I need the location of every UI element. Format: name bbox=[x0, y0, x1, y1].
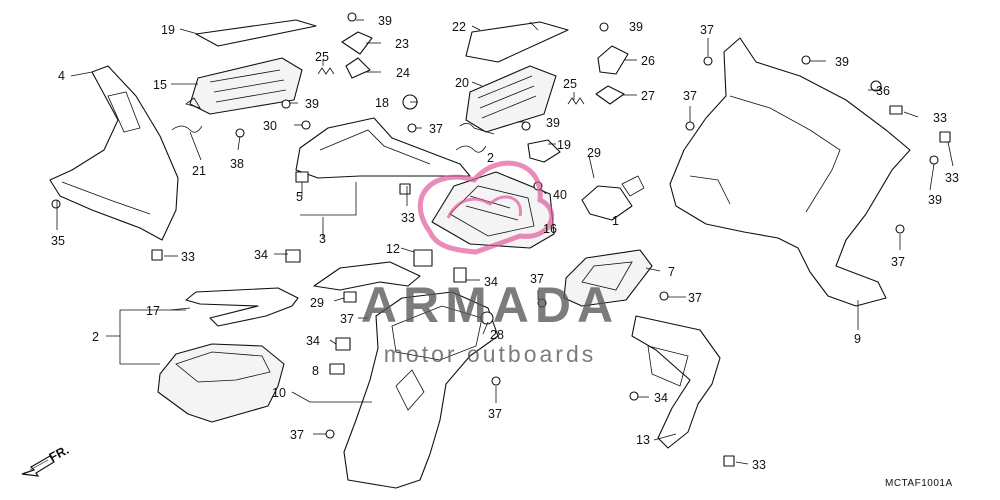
callout-21: 21 bbox=[192, 164, 206, 178]
callout-37-f: 37 bbox=[290, 428, 304, 442]
callout-37-b: 37 bbox=[530, 272, 544, 286]
callout-32-b: 33 bbox=[181, 250, 195, 264]
callout-39-e: 39 bbox=[835, 55, 849, 69]
callout-39-d: 39 bbox=[546, 116, 560, 130]
callout-34: 34 bbox=[654, 391, 668, 405]
part-tray-center bbox=[465, 65, 557, 133]
callout-8: 8 bbox=[312, 364, 319, 378]
callout-19: 20 bbox=[455, 76, 469, 90]
callout-22: 22 bbox=[452, 20, 466, 34]
callout-1: 1 bbox=[612, 214, 619, 228]
callout-7: 7 bbox=[668, 265, 675, 279]
callout-39-a: 39 bbox=[378, 14, 392, 28]
part-bracket-26 bbox=[597, 45, 629, 75]
callouts: 19 4 15 39 23 25 24 39 30 21 38 22 39 20… bbox=[51, 14, 959, 472]
part-cover-left bbox=[49, 65, 179, 241]
callout-33-a: 34 bbox=[254, 248, 268, 262]
part-tub bbox=[157, 343, 285, 423]
callout-2: 2 bbox=[92, 330, 99, 344]
callout-37-g: 37 bbox=[700, 23, 714, 37]
callout-17: 18 bbox=[375, 96, 389, 110]
callout-40: 40 bbox=[553, 188, 567, 202]
callout-35: 35 bbox=[51, 234, 65, 248]
watermark: ARMADA motor outboards bbox=[361, 160, 619, 367]
callout-37-h: 37 bbox=[891, 255, 905, 269]
part-frame bbox=[295, 117, 471, 179]
part-lid-left bbox=[195, 19, 317, 47]
callout-36: 36 bbox=[876, 84, 890, 98]
part-connector bbox=[527, 139, 561, 163]
part-panel-right bbox=[631, 315, 721, 449]
diagram-code: MCTAF1001A bbox=[885, 478, 953, 489]
callout-37-i: 37 bbox=[683, 89, 697, 103]
callout-3: 3 bbox=[319, 232, 326, 246]
callout-16: 17 bbox=[146, 304, 160, 318]
callout-37-a: 37 bbox=[429, 122, 443, 136]
front-direction-indicator: FR. bbox=[21, 443, 71, 477]
callout-24: 24 bbox=[396, 66, 410, 80]
callout-12: 12 bbox=[386, 242, 400, 256]
callout-15: 16 bbox=[543, 222, 557, 236]
callout-13: 13 bbox=[636, 433, 650, 447]
callout-32-c: 33 bbox=[752, 458, 766, 472]
part-bar-31 bbox=[313, 261, 421, 291]
part-switch bbox=[581, 175, 645, 221]
callout-14: 15 bbox=[153, 78, 167, 92]
callout-30: 30 bbox=[263, 119, 277, 133]
part-center-fender bbox=[343, 291, 499, 489]
callout-38: 38 bbox=[230, 157, 244, 171]
part-rail bbox=[185, 287, 299, 327]
callout-33-c: 34 bbox=[306, 334, 320, 348]
callout-29: 29 bbox=[587, 146, 601, 160]
part-bracket-23 bbox=[341, 31, 373, 55]
callout-2-label-b: 2 bbox=[487, 151, 494, 165]
callout-23: 23 bbox=[395, 37, 409, 51]
arrow-down-left-icon bbox=[21, 455, 55, 477]
callout-25-a: 25 bbox=[315, 50, 329, 64]
callout-37-d: 37 bbox=[340, 312, 354, 326]
watermark-tagline: motor outboards bbox=[384, 341, 596, 367]
part-lid-center bbox=[465, 21, 569, 63]
callout-32-a: 33 bbox=[401, 211, 415, 225]
callout-27: 27 bbox=[641, 89, 655, 103]
part-bracket-27 bbox=[595, 85, 625, 105]
callout-39-c: 39 bbox=[629, 20, 643, 34]
callout-37-e: 37 bbox=[488, 407, 502, 421]
part-tray-right bbox=[563, 249, 653, 307]
callout-18: 19 bbox=[161, 23, 175, 37]
callout-39-f: 39 bbox=[928, 193, 942, 207]
callout-32-e: 33 bbox=[945, 171, 959, 185]
callout-10: 10 bbox=[272, 386, 286, 400]
callout-25-b: 25 bbox=[563, 77, 577, 91]
callout-28: 28 bbox=[490, 328, 504, 342]
callout-5: 5 bbox=[296, 190, 303, 204]
part-tray-left bbox=[185, 57, 303, 115]
part-console bbox=[431, 171, 555, 249]
callout-33-b: 34 bbox=[484, 275, 498, 289]
callout-9: 9 bbox=[854, 332, 861, 346]
watermark-brand: ARMADA bbox=[361, 277, 619, 333]
callout-31: 29 bbox=[310, 296, 324, 310]
callout-20: 19 bbox=[557, 138, 571, 152]
part-rear-fender bbox=[669, 37, 911, 307]
callout-37-c: 37 bbox=[688, 291, 702, 305]
callout-4: 4 bbox=[58, 69, 65, 83]
part-bracket-24 bbox=[345, 57, 371, 79]
callout-39-b: 39 bbox=[305, 97, 319, 111]
callout-32-d: 33 bbox=[933, 111, 947, 125]
callout-26: 26 bbox=[641, 54, 655, 68]
watermark-logo-icon bbox=[417, 160, 555, 255]
